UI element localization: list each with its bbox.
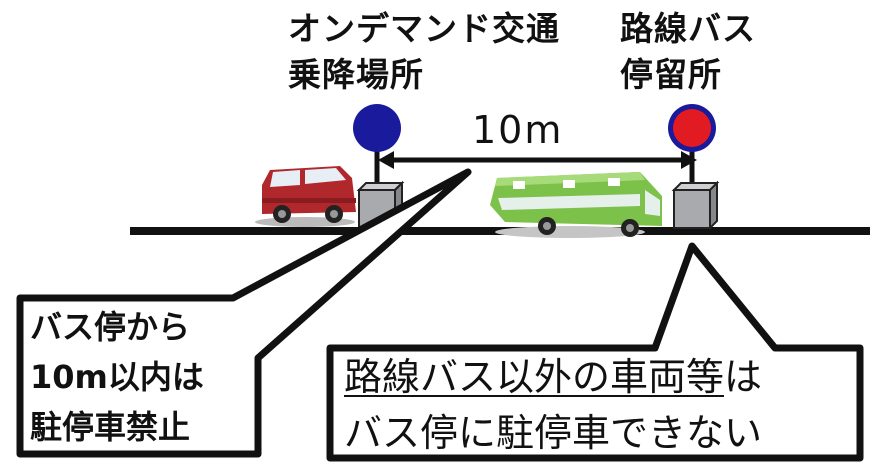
bus-stop-label-line1: 路線バス xyxy=(620,9,756,48)
ondemand-stop-label-line2: 乗降場所 xyxy=(288,55,424,94)
bus-stop-marker xyxy=(668,104,720,231)
distance-arrow xyxy=(378,151,697,169)
right-callout-line2: バス停に駐停車できない xyxy=(344,411,763,455)
left-callout-line3: 駐停車禁止 xyxy=(30,408,191,446)
left-callout-text: バス停から 10m以内は 駐停車禁止 xyxy=(30,302,204,452)
van-icon xyxy=(255,166,356,227)
right-callout-line1-rest: は xyxy=(724,355,763,399)
bus-icon xyxy=(490,172,662,238)
right-callout-bubble xyxy=(326,242,864,462)
ondemand-stop-label-line1: オンデマンド交通 xyxy=(288,9,560,48)
ondemand-stop-label: オンデマンド交通 乗降場所 xyxy=(288,6,560,98)
right-callout-text: 路線バス以外の車両等は バス停に駐停車できない xyxy=(344,349,762,461)
right-callout-underlined: 路線バス以外の車両等 xyxy=(344,355,725,399)
distance-label: 10m xyxy=(472,108,564,152)
left-callout-bubble xyxy=(16,168,472,458)
bus-stop-label-line2: 停留所 xyxy=(620,55,722,94)
bus-stop-label: 路線バス 停留所 xyxy=(620,6,756,98)
left-callout-line2: 10m以内は xyxy=(30,358,204,396)
left-callout-line1: バス停から xyxy=(30,308,191,346)
right-callout-line1: 路線バス以外の車両等は xyxy=(344,349,762,405)
